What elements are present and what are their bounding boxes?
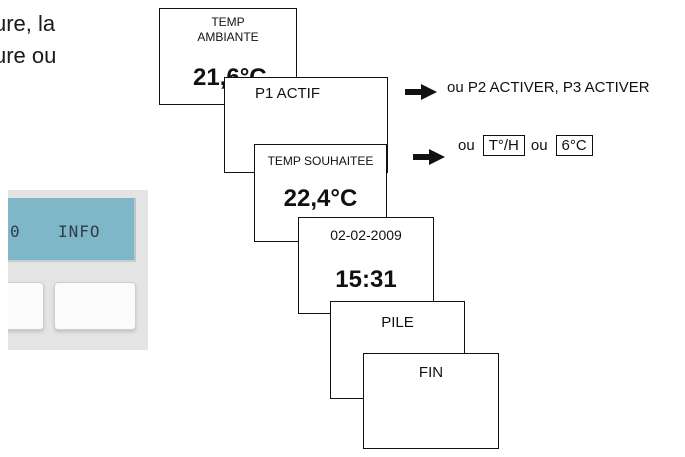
program-alternatives-text: ou P2 ACTIVER, P3 ACTIVER xyxy=(447,79,650,96)
screen-date-time: 02-02-2009 15:31 xyxy=(298,217,434,314)
desired-temperature-value: 22,4°C xyxy=(283,185,358,212)
option-box-frost-temp: 6°C xyxy=(555,135,593,156)
time-value: 15:31 xyxy=(335,266,397,293)
end-label: FIN xyxy=(418,364,444,381)
note-setpoint-alternatives: ou T°/H ou 6°C xyxy=(458,135,599,156)
setpoint-alt-prefix: ou xyxy=(458,137,475,154)
battery-label: PILE xyxy=(381,314,414,331)
setpoint-alt-middle: ou xyxy=(530,137,548,154)
arrow-right-icon xyxy=(405,84,437,100)
device-button-right xyxy=(54,282,136,330)
arrow-right-icon xyxy=(413,149,445,165)
ambient-label-line1: TEMP xyxy=(211,15,245,29)
cropped-text-line-2: ure ou xyxy=(0,43,57,68)
option-box-temp-humidity: T°/H xyxy=(482,135,525,156)
note-program-alternatives: ou P2 ACTIVER, P3 ACTIVER xyxy=(447,79,650,96)
program-active-label: P1 ACTIF xyxy=(255,85,321,102)
lcd-segment-info: INFO xyxy=(58,222,101,241)
date-value: 02-02-2009 xyxy=(330,227,402,243)
device-button-left xyxy=(8,282,44,330)
device-lcd-display: 0 INFO xyxy=(8,198,136,262)
ambient-label-line2: AMBIANTE xyxy=(197,30,259,44)
lcd-segment-left: 0 xyxy=(10,222,21,241)
thermostat-device-photo: 0 INFO xyxy=(8,190,148,350)
desired-temperature-label: TEMP SOUHAITEE xyxy=(267,154,374,168)
screen-end: FIN xyxy=(363,353,499,449)
cropped-instruction-text: ure, la ure ou xyxy=(0,8,56,72)
cropped-text-line-1: ure, la xyxy=(0,11,56,36)
